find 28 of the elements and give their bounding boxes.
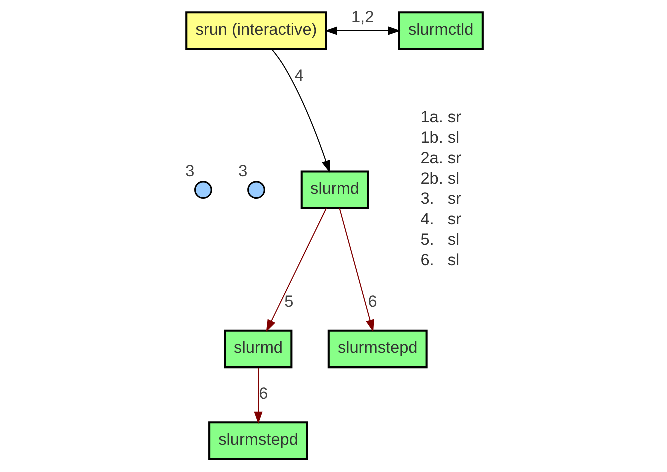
arrow	[324, 26, 400, 36]
label: 3. sr	[420, 190, 461, 208]
node-label: 3	[238, 162, 248, 181]
node-circle	[194, 181, 212, 200]
node-label: 3	[185, 162, 194, 181]
arrow	[266, 208, 326, 332]
arrow	[271, 49, 330, 173]
edge-label: 6	[368, 293, 377, 312]
node-box: slurmd	[224, 330, 292, 369]
arrow	[338, 208, 374, 332]
label: 1a. sr	[420, 108, 462, 127]
node-box: slurmd	[300, 170, 369, 210]
label: 6. sl	[420, 251, 460, 270]
label: 1b. sl	[420, 128, 460, 147]
node-circle	[247, 181, 265, 200]
node-box: slurmstepd	[327, 330, 428, 369]
node-box: srun (interactive)	[185, 12, 327, 50]
label: 2a. sr	[420, 149, 462, 168]
node-box: slurmstepd	[208, 422, 308, 460]
edge-label: 5	[284, 293, 294, 312]
label: 5. sl	[420, 230, 460, 249]
arrow	[254, 368, 262, 424]
edge-label: 6	[258, 384, 268, 403]
edge-label: 4	[294, 66, 304, 85]
node-box: slurmctld	[398, 12, 484, 50]
label: 2b. sl	[420, 170, 460, 188]
edge-label: 1,2	[350, 8, 374, 27]
label: 4. sr	[420, 210, 461, 229]
